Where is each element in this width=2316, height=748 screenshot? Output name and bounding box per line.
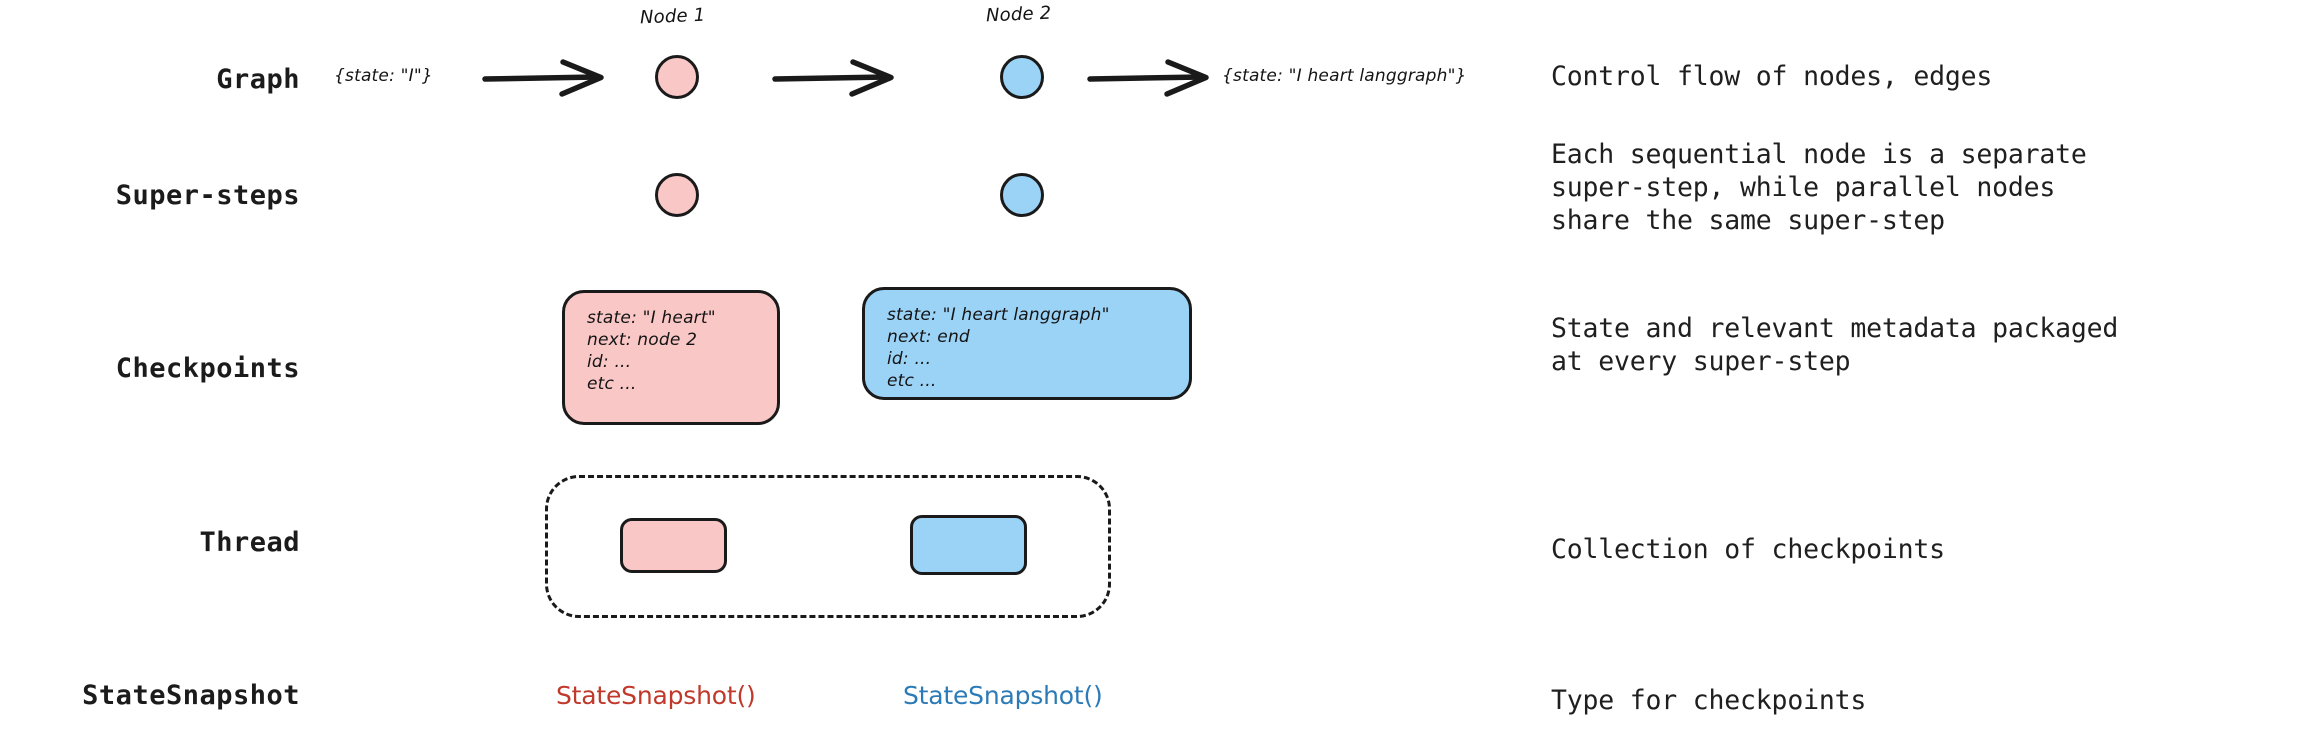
edge-arrow-2 [772, 59, 894, 97]
graph-state-output: {state: "I heart langgraph"} [1222, 66, 1467, 86]
edge-arrow-1 [482, 59, 604, 97]
graph-node-2-circle [1000, 55, 1044, 99]
row-label-super-steps: Super-steps [115, 180, 300, 211]
description-graph: Control flow of nodes, edges [1551, 61, 1993, 92]
checkpoint-card-pink: state: "I heart" next: node 2 id: ... et… [562, 290, 780, 425]
thread-container [545, 475, 1111, 618]
description-thread: Collection of checkpoints [1551, 534, 1945, 565]
graph-state-input: {state: "I"} [334, 66, 433, 86]
description-checkpoints: State and relevant metadata packaged at … [1551, 313, 2119, 377]
thread-checkpoint-chip-pink [620, 518, 727, 573]
super-step-node-1-circle [655, 173, 699, 217]
thread-checkpoint-chip-blue [910, 515, 1027, 575]
row-label-thread: Thread [199, 527, 300, 558]
node-2-label: Node 2 [985, 2, 1052, 27]
checkpoint-card-blue: state: "I heart langgraph" next: end id:… [862, 287, 1192, 400]
description-state-snapshot: Type for checkpoints [1551, 685, 1867, 716]
row-label-graph: Graph [216, 64, 300, 95]
edge-arrow-3 [1087, 59, 1209, 97]
state-snapshot-blue: StateSnapshot() [903, 681, 1103, 710]
node-1-label: Node 1 [639, 4, 706, 29]
description-super-steps: Each sequential node is a separate super… [1551, 139, 2087, 236]
row-label-state-snapshot: StateSnapshot [82, 680, 300, 711]
super-step-node-2-circle [1000, 173, 1044, 217]
graph-node-1-circle [655, 55, 699, 99]
state-snapshot-pink: StateSnapshot() [556, 681, 756, 710]
row-label-checkpoints: Checkpoints [115, 353, 300, 384]
